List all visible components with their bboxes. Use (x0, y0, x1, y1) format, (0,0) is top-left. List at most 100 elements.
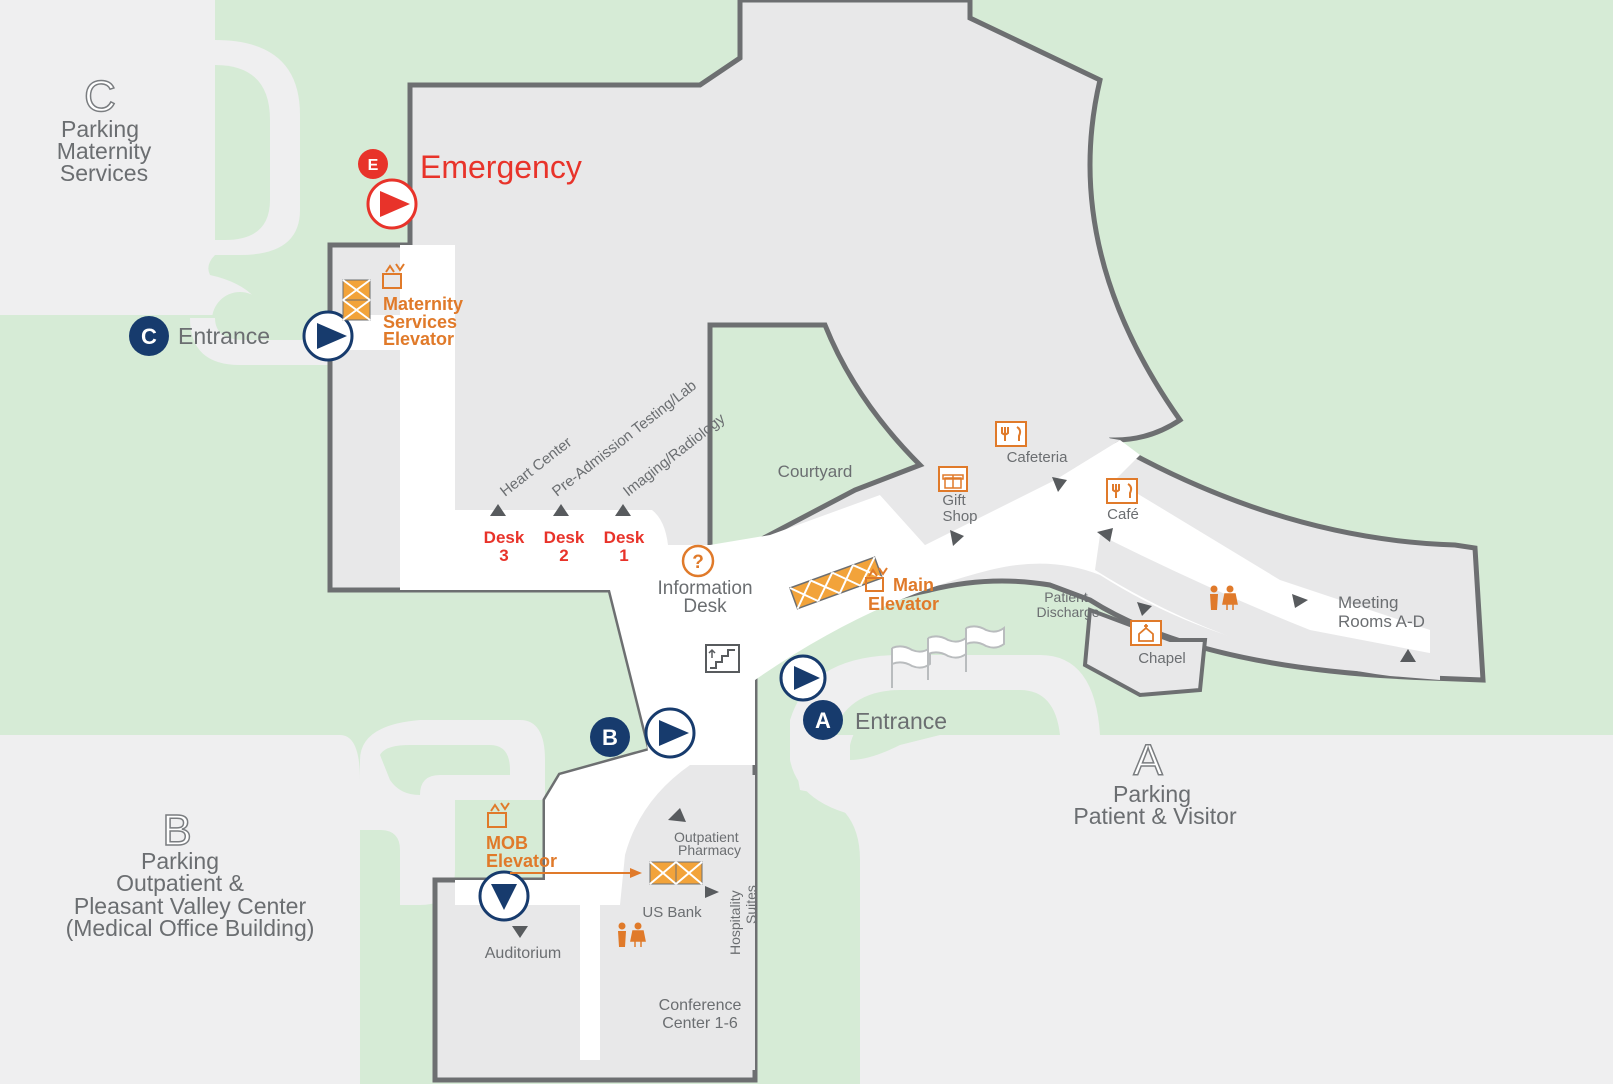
parking-c-line1: Parking (61, 116, 139, 142)
main-elevator-shaft (789, 556, 884, 610)
pharmacy-line2: Pharmacy (678, 842, 741, 858)
info-question-icon (681, 544, 715, 578)
entrance-c[interactable]: C Entrance (129, 310, 354, 362)
cafeteria-label: Cafeteria (1007, 449, 1069, 466)
mob-entrance-down-arrow-icon (491, 884, 517, 910)
parking-c-label: C Parking Maternity Services (57, 71, 152, 186)
info-question-glyph: ? (692, 552, 704, 573)
mob-elevator-line1: MOB (486, 833, 528, 853)
parking-a-island (850, 705, 1035, 760)
chapel: Chapel (1130, 620, 1186, 667)
entrance-b-badge (590, 717, 630, 757)
mob-elevator-cross-lines (649, 861, 703, 885)
parking-lot-a (790, 735, 1613, 1084)
main-elevator-icon (865, 577, 884, 592)
cafe-door-arrow-icon (1097, 528, 1113, 542)
main-elevator: Main Elevator (789, 556, 939, 614)
pharmacy-door-arrow-icon (668, 808, 686, 822)
parking-c-line2: Maternity (57, 138, 152, 164)
meeting-rooms-lower-arrow-icon (1400, 649, 1416, 662)
main-elevator-arrows-icon (868, 567, 888, 577)
parking-a-line2: Patient & Visitor (1073, 803, 1237, 829)
entrance-b-badge-letter: B (602, 725, 618, 750)
desk-3: Desk 3 (484, 528, 525, 565)
entrance-b[interactable]: B (590, 707, 696, 759)
parking-b-letter: B (162, 806, 191, 855)
entrance-c-arrow-icon (317, 323, 347, 349)
cafe-block (1095, 535, 1440, 680)
entrance-c-badge (129, 316, 169, 356)
gift-shop: Gift Shop (938, 466, 978, 546)
entrance-a-label: Entrance (855, 708, 947, 734)
entrance-a[interactable]: A Entrance (779, 654, 947, 740)
parking-a-label: A Parking Patient & Visitor (1073, 735, 1237, 829)
cafeteria-door-arrow-icon (1052, 477, 1067, 492)
flags-icon (891, 625, 1005, 688)
chapel-block (1082, 607, 1208, 698)
parking-c-island (212, 292, 268, 348)
auditorium-door-arrow-icon (512, 926, 528, 938)
cafeteria: Cafeteria (995, 421, 1069, 492)
meeting-rooms-line2: Rooms A-D (1338, 612, 1425, 631)
info-desk-line2: Desk (683, 596, 727, 617)
desk-3-num: 3 (499, 546, 508, 565)
cafeteria-icon (995, 421, 1027, 447)
gift-shop-door-arrow-icon (950, 530, 964, 546)
emergency-marker[interactable]: E Emergency (358, 149, 582, 230)
desk-3-marker-icon (490, 504, 506, 516)
conference-line2: Center 1-6 (662, 1015, 738, 1032)
courtyard (707, 322, 925, 554)
parking-b-line4: (Medical Office Building) (66, 915, 315, 941)
stairs-icon (705, 644, 740, 673)
parking-a-letter: A (1133, 736, 1163, 785)
meeting-rooms-door-arrow-icon (1292, 594, 1308, 608)
cafe: Café (1097, 478, 1139, 542)
restroom-conference-icon (618, 922, 646, 947)
maternity-elevator-arrows-icon (385, 263, 405, 273)
parking-c-drive (190, 318, 335, 365)
main-elevator-line1: Main (893, 575, 934, 595)
info-desk-line1: Information (657, 578, 752, 599)
emergency-badge-circle (358, 149, 388, 179)
desk-1-marker-icon (615, 504, 631, 516)
mob-entrance[interactable] (478, 870, 530, 922)
parking-c-loop (215, 65, 270, 240)
mob-elevator-line2: Elevator (486, 851, 557, 871)
parking-c-letter: C (84, 72, 116, 121)
corridor-west (340, 245, 1430, 1060)
entrance-c-label: Entrance (178, 323, 270, 349)
entrance-c-badge-letter: C (141, 324, 157, 349)
cafe-utensils-icon (1112, 483, 1133, 498)
information-desk: ? Information Desk (657, 544, 753, 617)
auditorium-label: Auditorium (485, 945, 561, 962)
hospitality-line2: Suites (743, 885, 759, 924)
maternity-elevator: Maternity Services Elevator (342, 263, 463, 349)
pharmacy-line1: Outpatient (674, 829, 739, 845)
parking-b-label: B Parking Outpatient & Pleasant Valley C… (66, 805, 315, 941)
maternity-elevator-icon (382, 273, 402, 289)
mob-elevator-arrows-icon (490, 802, 510, 812)
patient-discharge-arrow-icon (1137, 602, 1152, 616)
parking-a-line1: Parking (1113, 781, 1191, 807)
parking-b-line2: Outpatient & (116, 870, 244, 896)
entrance-a-badge-letter: A (815, 708, 831, 733)
restroom-icon (1210, 585, 1238, 610)
entrance-b-arrow-icon (659, 720, 689, 746)
chapel-church-icon (1138, 624, 1154, 642)
outpatient-pharmacy: Outpatient Pharmacy (668, 808, 741, 858)
conference-block (605, 775, 755, 1070)
emergency-label: Emergency (420, 149, 582, 185)
maternity-elevator-line3: Elevator (383, 329, 454, 349)
main-elevator-line2: Elevator (868, 594, 939, 614)
maternity-elevator-cross-lines (342, 279, 371, 321)
mob-elevator: MOB Elevator (486, 802, 703, 885)
corridor-main-hall (610, 545, 1000, 765)
courtyard-label: Courtyard (778, 462, 853, 481)
entrance-a-badge (803, 700, 843, 740)
meeting-rooms-line1: Meeting (1338, 593, 1398, 612)
auditorium-block (455, 905, 580, 1070)
conference-line1: Conference (659, 997, 742, 1014)
desk-2-word: Desk (544, 528, 585, 547)
desk-1-num: 1 (619, 546, 628, 565)
meeting-rooms: Meeting Rooms A-D (1292, 593, 1425, 662)
